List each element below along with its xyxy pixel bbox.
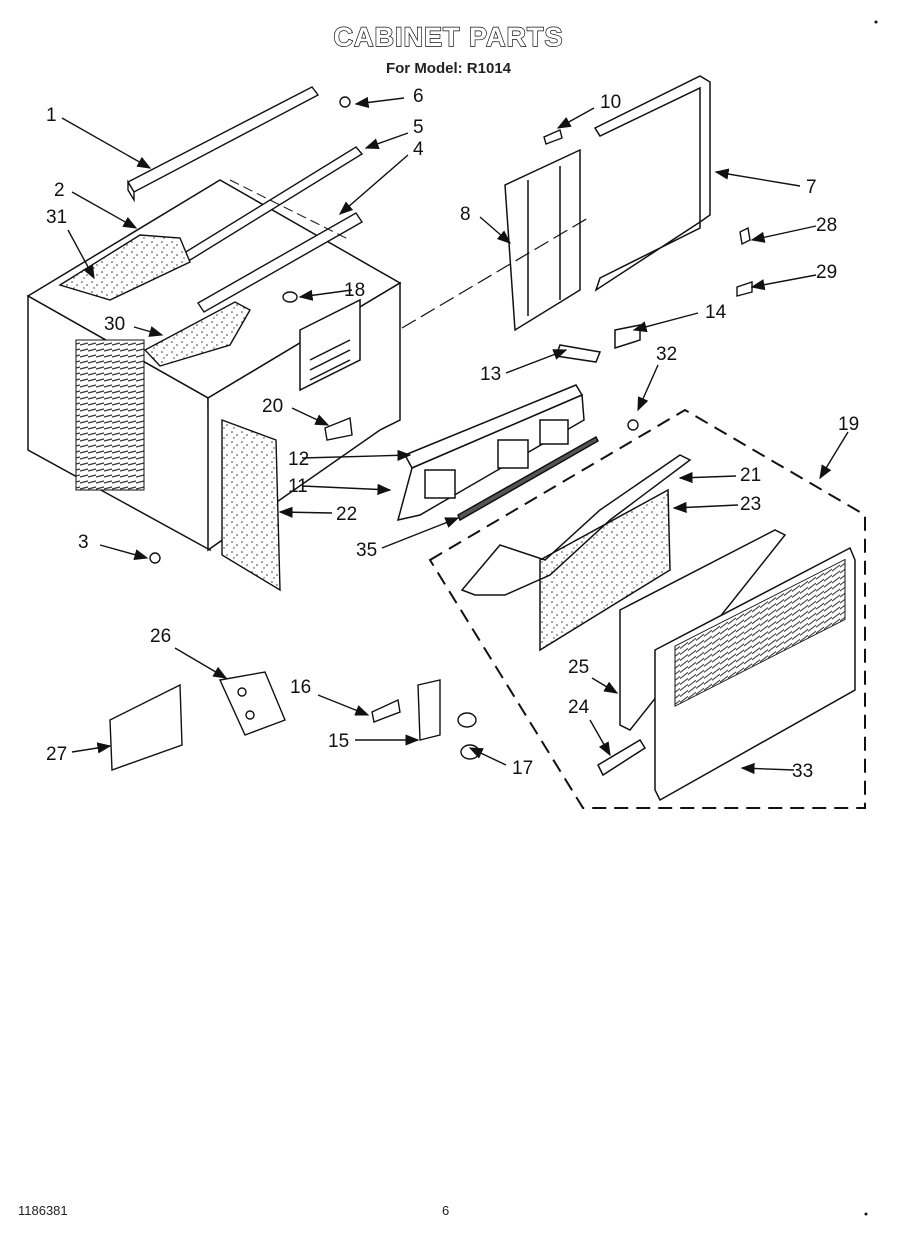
callout-2: 2 xyxy=(54,180,65,201)
callout-24: 24 xyxy=(568,697,590,718)
callout-28: 28 xyxy=(816,215,837,236)
callout-22: 22 xyxy=(336,504,357,525)
model-subtitle: For Model: R1014 xyxy=(385,60,512,77)
callout-11: 11 xyxy=(288,476,308,497)
callout-30: 30 xyxy=(104,314,125,335)
callout-7: 7 xyxy=(806,177,817,198)
callout-4: 4 xyxy=(413,139,424,160)
front-assembly-part xyxy=(460,454,856,802)
callout-6: 6 xyxy=(413,86,424,107)
callout-31: 31 xyxy=(46,207,67,228)
callout-8: 8 xyxy=(460,204,471,225)
callout-19: 19 xyxy=(838,414,859,435)
callout-12: 12 xyxy=(288,449,309,470)
callout-25: 25 xyxy=(568,657,589,678)
callout-numbers: 1 2 3 4 5 6 7 8 10 11 12 13 14 15 16 17 … xyxy=(46,86,859,782)
callout-5: 5 xyxy=(413,117,424,138)
callout-10: 10 xyxy=(600,92,621,113)
callout-20: 20 xyxy=(262,396,283,417)
callout-14: 14 xyxy=(705,302,727,323)
callout-3: 3 xyxy=(78,532,89,553)
callout-16: 16 xyxy=(290,677,311,698)
callout-29: 29 xyxy=(816,262,837,283)
leader-lines xyxy=(61,96,849,775)
page-title: CABINET PARTS xyxy=(333,21,564,52)
page-number: 6 xyxy=(442,1203,450,1218)
insulation-pads-part xyxy=(58,234,281,592)
dashed-assembly-outline xyxy=(229,179,866,809)
callout-13: 13 xyxy=(480,364,501,385)
document-number: 1186381 xyxy=(18,1203,68,1218)
small-parts-part xyxy=(109,96,753,771)
top-rails-part xyxy=(127,86,364,313)
callout-32: 32 xyxy=(656,344,677,365)
control-bracket-part xyxy=(396,324,641,522)
callout-15: 15 xyxy=(328,731,349,752)
callout-23: 23 xyxy=(740,494,761,515)
callout-21: 21 xyxy=(740,465,761,486)
cabinet-shell-part xyxy=(26,179,402,552)
callout-26: 26 xyxy=(150,626,171,647)
callout-33: 33 xyxy=(792,761,813,782)
callout-18: 18 xyxy=(344,280,365,301)
corner-marks xyxy=(864,20,878,1216)
callout-27: 27 xyxy=(46,744,67,765)
callout-35: 35 xyxy=(356,540,377,561)
callout-1: 1 xyxy=(46,105,57,126)
rear-frame-part xyxy=(504,75,711,332)
callout-17: 17 xyxy=(512,758,533,779)
